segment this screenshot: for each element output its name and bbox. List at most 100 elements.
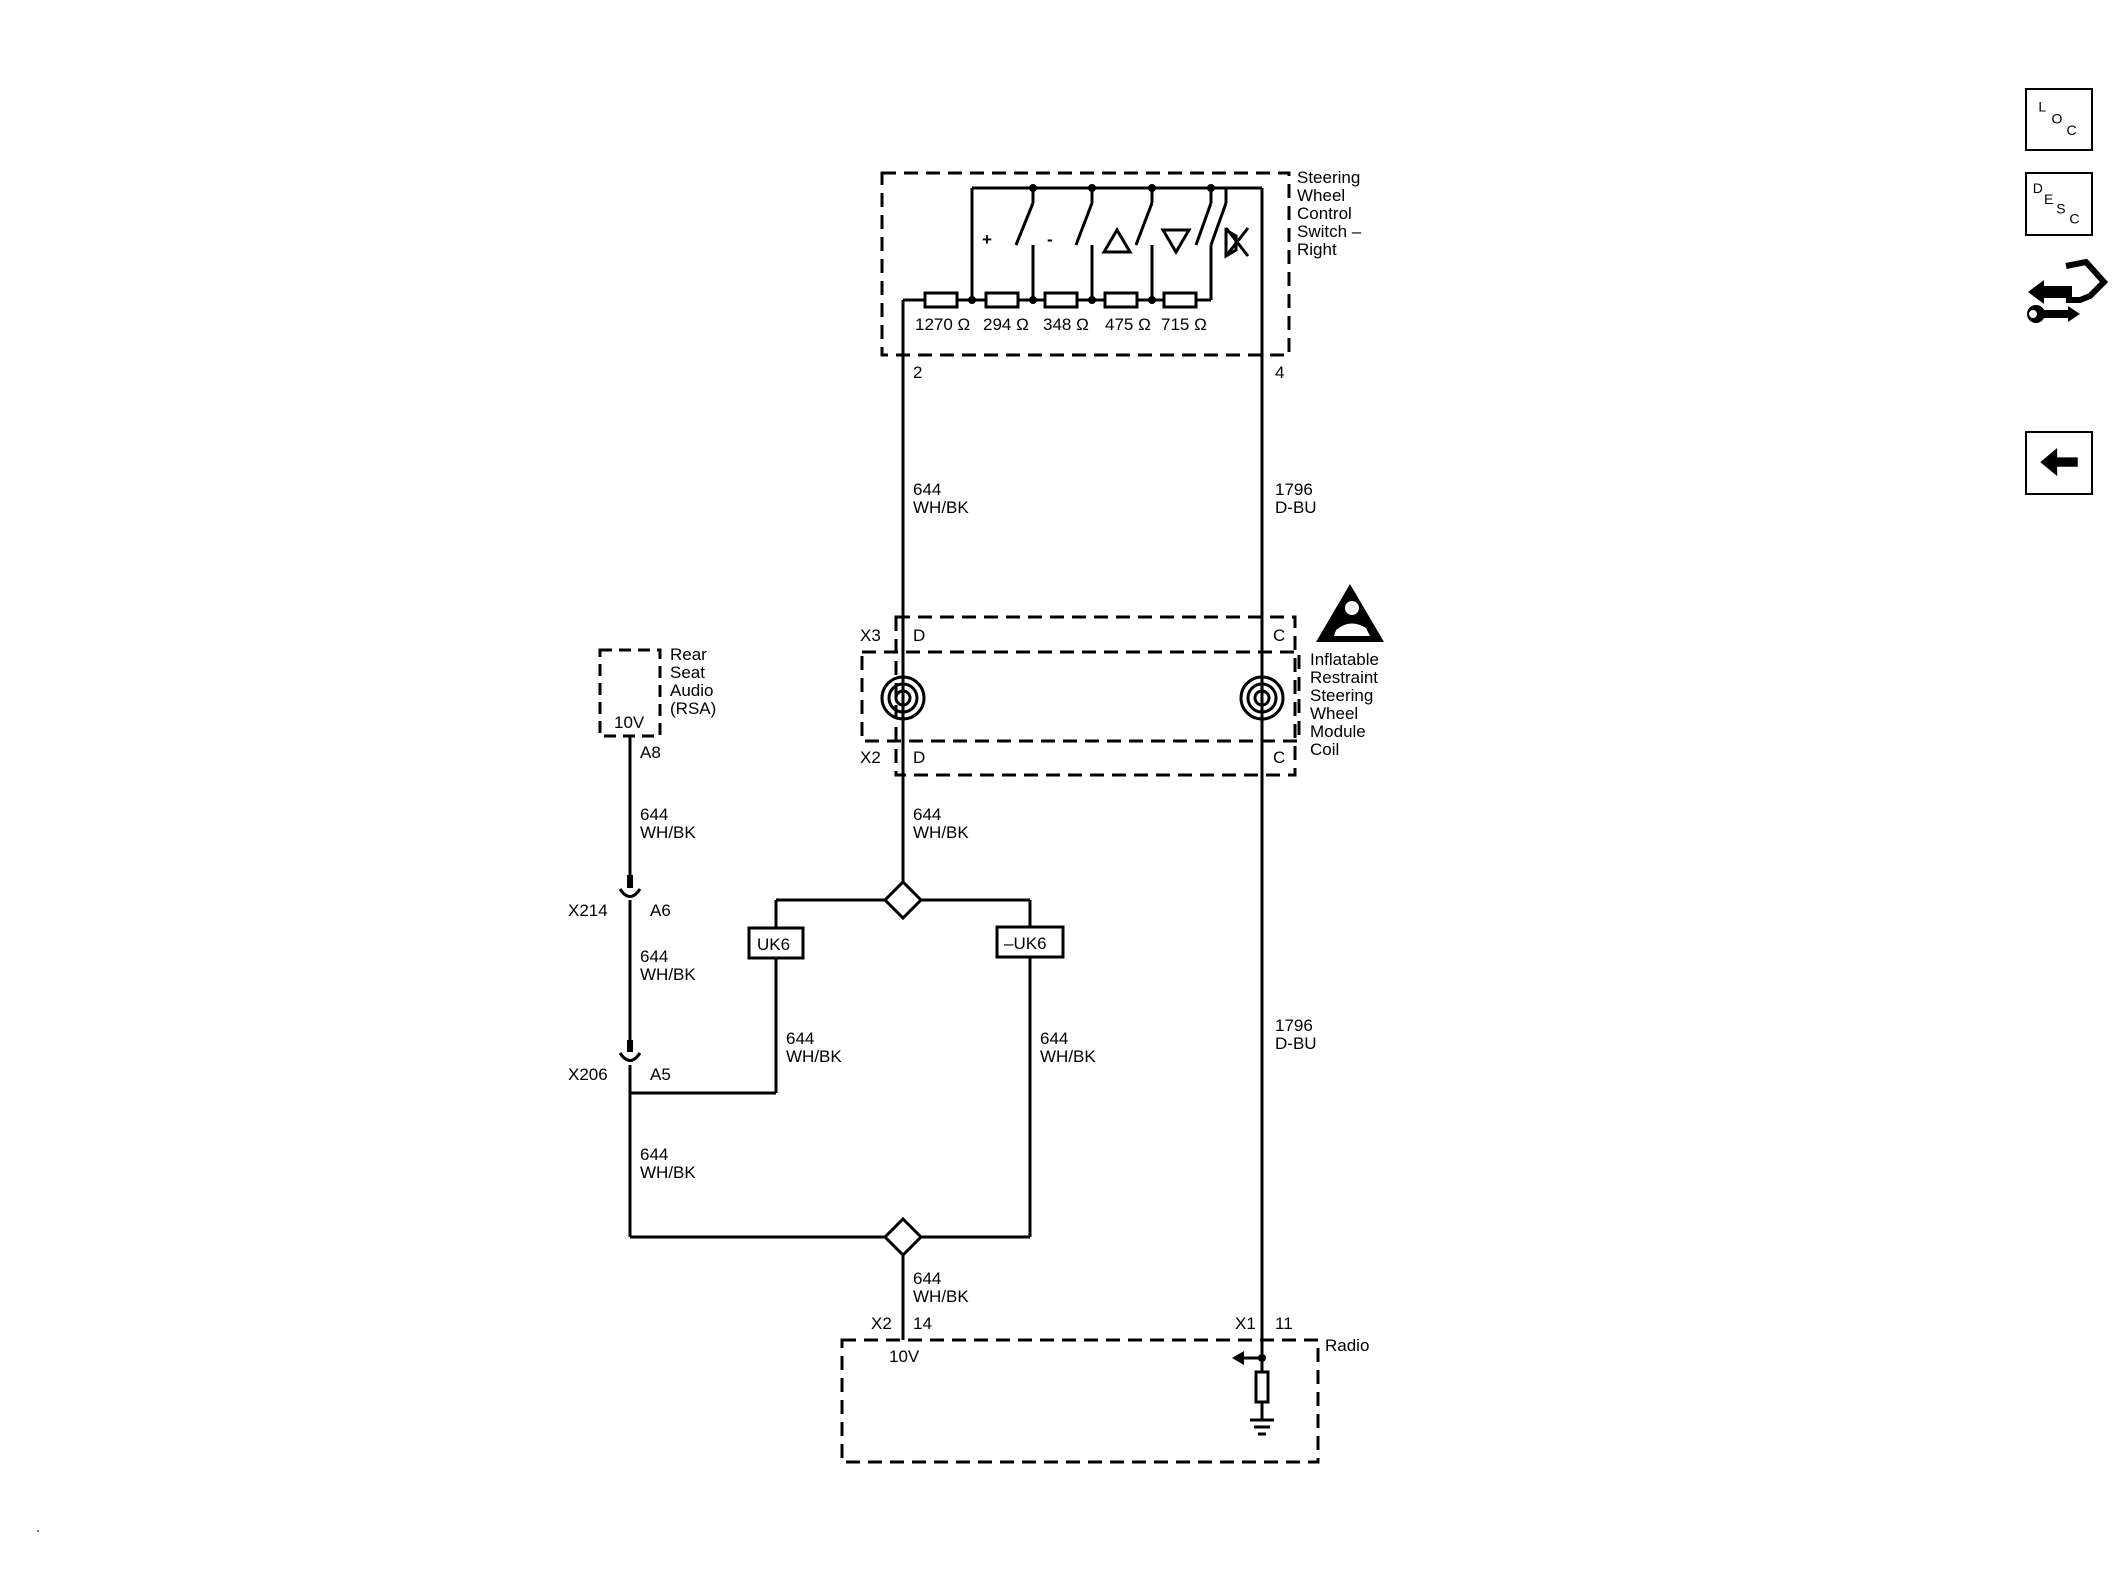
svg-text:Wheel: Wheel [1297, 186, 1345, 205]
wire-label-644-h: 644 [913, 1269, 941, 1288]
radio-label: Radio [1325, 1336, 1369, 1355]
rsa-voltage: 10V [614, 713, 645, 732]
wire-label-whbk-g: WH/BK [640, 1163, 696, 1182]
svg-text:Wheel: Wheel [1310, 704, 1358, 723]
wire-label-whbk-d: WH/BK [1040, 1047, 1096, 1066]
svg-text:O: O [2052, 111, 2063, 127]
resistor-label-3: 348 Ω [1043, 315, 1089, 334]
location-button[interactable]: L O C [2025, 88, 2093, 151]
svg-text:(RSA): (RSA) [670, 699, 716, 718]
coil-pin-c-upper: C [1273, 626, 1285, 645]
resistor-3 [1043, 291, 1079, 309]
inline-x206-socket [618, 1052, 642, 1062]
wire-label-whbk-b: WH/BK [913, 823, 969, 842]
wire-label-644-c: 644 [786, 1029, 814, 1048]
wire-label-644-f: 644 [640, 947, 668, 966]
radio-input-arrow [1232, 1351, 1244, 1365]
resistor-4 [1103, 291, 1139, 309]
back-arrow-icon [2040, 448, 2078, 477]
connector-end-view-icon [2027, 258, 2108, 323]
inline-x206-name: X206 [568, 1065, 608, 1084]
inline-x214-name: X214 [568, 901, 608, 920]
svg-text:C: C [2066, 122, 2076, 138]
description-button[interactable]: D E S C [2025, 172, 2093, 236]
splice-lower [882, 1216, 924, 1258]
inline-x214-pin-label: A6 [650, 901, 671, 920]
down-triangle-symbol [1160, 228, 1192, 255]
switch-label: Steering Wheel Control Switch – Right [1297, 168, 1362, 259]
coil-label: Inflatable Restraint Steering Wheel Modu… [1310, 650, 1379, 759]
wire-label-dbu-a: D-BU [1275, 498, 1317, 517]
radio-pin-14: 14 [913, 1314, 932, 1333]
resistor-2 [984, 291, 1020, 309]
wire-label-1796-b: 1796 [1275, 1016, 1313, 1035]
resistor-1 [923, 291, 959, 309]
wire-label-644-e: 644 [640, 805, 668, 824]
coil-outline-inner [860, 650, 1301, 743]
svg-text:Steering: Steering [1297, 168, 1360, 187]
minus-symbol: - [1047, 230, 1053, 249]
svg-text:Right: Right [1297, 240, 1337, 259]
resistor-label-2: 294 Ω [983, 315, 1029, 334]
clockspring-right [1239, 675, 1285, 721]
wire-label-644-d: 644 [1040, 1029, 1068, 1048]
wire-label-whbk-e: WH/BK [640, 823, 696, 842]
coil-pin-d-lower: D [913, 748, 925, 767]
svg-text:L: L [2038, 99, 2046, 115]
option-not-uk6-box [995, 925, 1065, 959]
svg-text:Rear: Rear [670, 645, 707, 664]
switch-outline [880, 171, 1291, 357]
radio-x2-label: X2 [871, 1314, 892, 1333]
coil-pin-c-lower: C [1273, 748, 1285, 767]
rsa-label: Rear Seat Audio (RSA) [670, 645, 716, 718]
coil-x2-label: X2 [860, 748, 881, 767]
wire-label-whbk-a: WH/BK [913, 498, 969, 517]
wire-label-whbk-h: WH/BK [913, 1287, 969, 1306]
wire-label-644-b: 644 [913, 805, 941, 824]
svg-text:D: D [2033, 180, 2043, 196]
option-uk6-box [747, 926, 805, 960]
wire-label-dbu-b: D-BU [1275, 1034, 1317, 1053]
wire-label-644-a: 644 [913, 480, 941, 499]
svg-text:Audio: Audio [670, 681, 713, 700]
svg-text:Switch –: Switch – [1297, 222, 1362, 241]
svg-text:Coil: Coil [1310, 740, 1339, 759]
resistor-label-4: 475 Ω [1105, 315, 1151, 334]
mute-speaker-symbol [1224, 227, 1250, 259]
svg-text:S: S [2056, 200, 2065, 216]
resistor-label-1: 1270 Ω [915, 315, 970, 334]
wire-label-1796-a: 1796 [1275, 480, 1313, 499]
up-triangle-symbol [1101, 227, 1133, 254]
coil-outline-upper [894, 615, 1297, 777]
splice-upper [882, 879, 924, 921]
connector-end-view-button[interactable] [2024, 256, 2108, 332]
coil-pin-d-upper: D [913, 626, 925, 645]
clockspring-left [880, 675, 926, 721]
option-uk6: UK6 [757, 935, 790, 954]
svg-text:Restraint: Restraint [1310, 668, 1378, 687]
radio-input-circuit [1236, 1340, 1270, 1420]
wire-label-whbk-f: WH/BK [640, 965, 696, 984]
radio-outline [840, 1338, 1320, 1464]
svg-text:Steering: Steering [1310, 686, 1373, 705]
radio-x1-label: X1 [1235, 1314, 1256, 1333]
radio-voltage: 10V [889, 1347, 920, 1366]
inline-x214-socket [618, 888, 642, 898]
wire-label-644-g: 644 [640, 1145, 668, 1164]
resistor-5 [1162, 291, 1198, 309]
svg-text:Inflatable: Inflatable [1310, 650, 1379, 669]
stray-dot [37, 1530, 39, 1532]
back-button[interactable] [2025, 431, 2093, 495]
switch-pin-4: 4 [1275, 363, 1284, 382]
resistor-label-5: 715 Ω [1161, 315, 1207, 334]
option-not-uk6: –UK6 [1004, 934, 1047, 953]
coil-x3-label: X3 [860, 626, 881, 645]
ground-icon [1250, 1418, 1274, 1436]
inline-x206-pin-label: A5 [650, 1065, 671, 1084]
airbag-warning-icon [1316, 584, 1384, 642]
wire-label-whbk-c: WH/BK [786, 1047, 842, 1066]
svg-text:E: E [2044, 191, 2053, 207]
svg-text:Control: Control [1297, 204, 1352, 223]
switch-pin-2: 2 [913, 363, 922, 382]
